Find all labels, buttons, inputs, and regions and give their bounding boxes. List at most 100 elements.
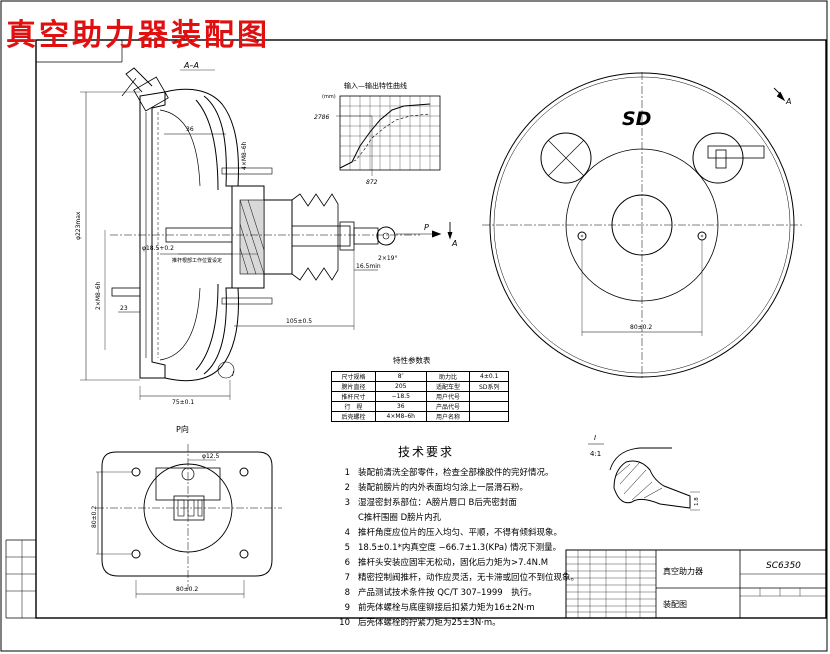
dim-rear-stud: 4×M8–6h <box>241 141 248 170</box>
requirement-text: 产品测试技术条件按 QC/T 307–1999 执行。 <box>358 588 537 598</box>
params-cell: 行 程 <box>331 401 376 412</box>
params-cell: 助力比 <box>425 371 471 382</box>
dim-angle: 2×19° <box>378 255 397 262</box>
requirement-number: 7 <box>344 573 350 583</box>
params-cell: 推杆尺寸 <box>331 391 376 402</box>
requirement-number: 6 <box>344 558 350 568</box>
dim-diameter: φ223max <box>75 211 82 240</box>
detail-label: I <box>594 434 596 442</box>
requirement-number: 9 <box>344 603 350 613</box>
requirement-item: 10 后壳体螺栓的拧紧力矩为25±3N·m。 <box>334 616 579 631</box>
requirement-text: 前壳体螺栓与底座铆接后扣紧力矩为16±2N·m <box>358 603 535 613</box>
requirement-item: 4 推杆角度应位片的压入均匀、平顺，不得有倾斜现象。 <box>334 526 579 541</box>
params-cell: 膀片直径 <box>331 381 376 392</box>
characteristic-chart <box>336 95 441 176</box>
p-view-dim-top: φ12.5 <box>202 453 220 460</box>
chart-y-unit: (mm) <box>322 94 336 100</box>
params-cell: 4±0.1 <box>469 371 509 382</box>
requirement-text: 装配前膀片的内外表面均匀涂上一层滑石粉。 <box>358 483 529 493</box>
requirement-item: C推杆围圈 D膀片内孔 <box>334 511 579 526</box>
chart-title: 输入—输出特性曲线 <box>344 81 407 90</box>
title-block-code: SC6350 <box>766 561 801 571</box>
section-note: 推杆根部工作位置设定 <box>172 257 222 264</box>
detail-scale: 4:1 <box>590 450 601 458</box>
params-cell <box>469 411 509 422</box>
dim-stroke: 36 <box>186 126 194 133</box>
detail-mark: I <box>232 370 234 378</box>
requirements-title: 技术要求 <box>398 445 455 459</box>
chart-x-value: 872 <box>366 179 378 186</box>
requirements-list: 1 装配前清洗全部零件，检查全部橡胶件的完好情况。 2 装配前膀片的内外表面均匀涂上一… <box>334 466 579 631</box>
requirement-text: 精密控制阀推杆，动作应灵活，无卡滞或回位不到位现象。 <box>358 573 580 583</box>
p-view-label: P向 <box>176 424 189 434</box>
title-block-drawing: 装配图 <box>663 600 687 609</box>
params-cell: 用户代号 <box>425 391 471 402</box>
params-cell: 产品代号 <box>425 401 471 412</box>
front-dim: 80±0.2 <box>630 324 652 331</box>
params-cell: 205 <box>374 381 427 392</box>
dim-rod: φ18.5+0.2 <box>142 245 174 252</box>
requirement-text: 装配前清洗全部零件，检查全部橡胶件的完好情况。 <box>358 468 554 478</box>
dim-min: 16.5min <box>356 263 381 270</box>
push-arrow-label: P <box>424 223 429 232</box>
title-block <box>565 549 827 619</box>
params-cell: 8″ <box>374 371 427 382</box>
detail-view <box>588 443 700 511</box>
requirement-item: 1 装配前清洗全部零件，检查全部橡胶件的完好情况。 <box>334 466 579 481</box>
requirement-item: 2 装配前膀片的内外表面均匀涂上一层滑石粉。 <box>334 481 579 496</box>
requirement-text: 18.5±0.1*内真空度 −66.7±1.3(KPa) 情况下测量。 <box>358 543 562 553</box>
requirement-item: 7 精密控制阀推杆，动作应灵活，无卡滞或回位不到位现象。 <box>334 571 579 586</box>
requirement-item: 9 前壳体螺栓与底座铆接后扣紧力矩为16±2N·m <box>334 601 579 616</box>
params-title: 特性参数表 <box>393 356 431 365</box>
requirement-item: 6 推杆头安装应固牢无松动，固化后力矩为>7.4N.M <box>334 556 579 571</box>
section-label: A–A <box>183 61 199 70</box>
dim-front-stud: 2×M8–6h <box>95 281 102 310</box>
requirement-number <box>334 511 350 526</box>
params-cell: 后壳螺栓 <box>331 411 376 422</box>
requirement-text: 推杆角度应位片的压入均匀、平顺，不得有倾斜现象。 <box>358 528 563 538</box>
requirement-number: 8 <box>344 588 350 598</box>
requirement-number: 1 <box>344 468 350 478</box>
detail-dim: 1.8 <box>694 497 700 506</box>
requirement-number: 2 <box>344 483 350 493</box>
params-cell: 用户名称 <box>425 411 471 422</box>
requirement-number: 5 <box>344 543 350 553</box>
requirement-item: 3 湿湿密封系部位：A膀片唇口 B后壳密封面 <box>334 496 579 511</box>
params-cell: 尺寸规格 <box>331 371 376 382</box>
requirement-text: 推杆头安装应固牢无松动，固化后力矩为>7.4N.M <box>358 558 549 568</box>
requirement-number: 4 <box>344 528 350 538</box>
section-mark-right: A <box>785 97 791 106</box>
dim-rod-len: 105±0.5 <box>286 318 312 325</box>
params-cell <box>469 401 509 412</box>
brand-mark: SD <box>622 108 652 130</box>
requirement-number: 10 <box>339 618 350 628</box>
section-view <box>80 67 453 400</box>
params-cell: SD系列 <box>469 381 509 392</box>
params-cell: −18.5 <box>374 391 427 402</box>
front-view <box>482 72 802 378</box>
title-block-name: 真空助力器 <box>663 567 703 576</box>
requirement-item: 8 产品测试技术条件按 QC/T 307–1999 执行。 <box>334 586 579 601</box>
params-cell: 36 <box>374 401 427 412</box>
requirement-text: C推杆围圈 D膀片内孔 <box>358 513 442 523</box>
p-view-dim-height: 80±0.2 <box>91 506 98 528</box>
chart-y-value: 2786 <box>314 114 329 121</box>
params-cell <box>469 391 509 402</box>
p-view <box>96 444 282 598</box>
params-cell: 4×M8–6h <box>374 411 427 422</box>
requirement-text: 后壳体螺栓的拧紧力矩为25±3N·m。 <box>358 618 501 628</box>
requirement-number: 3 <box>344 498 350 508</box>
requirement-text: 湿湿密封系部位：A膀片唇口 B后壳密封面 <box>358 498 517 508</box>
dim-body-len: 75±0.1 <box>172 399 194 406</box>
section-mark-left: A <box>451 239 457 248</box>
params-cell: 适配车型 <box>425 381 471 392</box>
drawing-title: 真空助力器装配图 <box>6 18 270 53</box>
requirement-item: 5 18.5±0.1*内真空度 −66.7±1.3(KPa) 情况下测量。 <box>334 541 579 556</box>
